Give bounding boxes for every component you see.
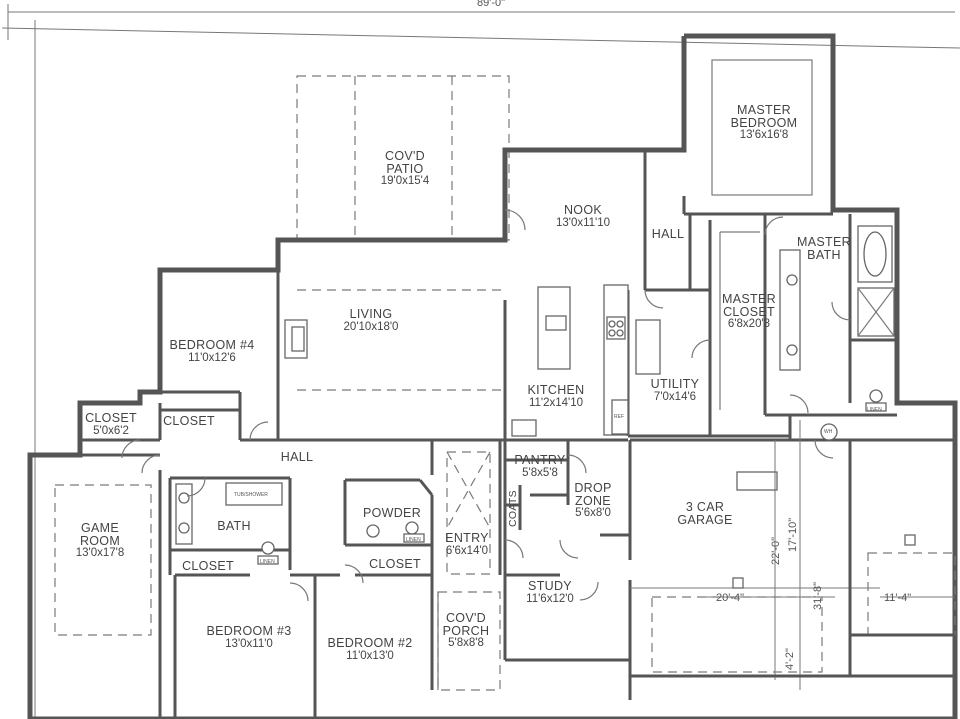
pantry-label: PANTRY 5'8x5'8 [514, 453, 566, 479]
powder-label: POWDER [362, 506, 422, 520]
garage-depth-dimension: 22'-0" [770, 536, 782, 565]
apron-width-dimension: 11'-4" [884, 592, 912, 604]
exterior-walls [27, 33, 958, 719]
nook-label: NOOK 13'0x11'10 [555, 203, 611, 229]
linen-label-bath: LINEN [260, 559, 275, 565]
fireplace [284, 319, 308, 359]
hall-upper-label: HALL [651, 227, 685, 241]
living-label: LIVING 20'10x18'0 [343, 307, 399, 333]
apron-depth-dimension: 4'-2" [784, 648, 796, 670]
drop-zone-label: DROP ZONE 5'6x8'0 [574, 481, 612, 519]
entry-ceiling [446, 451, 491, 575]
closet-bath-label: CLOSET [182, 559, 234, 573]
bath-label: BATH [217, 519, 251, 533]
covd-patio-label: COV'D PATIO 19'0x15'4 [380, 149, 430, 187]
overall-dimension-line [2, 4, 960, 719]
game-room-label: GAME ROOM 13'0x17'8 [75, 521, 125, 559]
garage-walls [630, 420, 956, 690]
master-bedroom-walls [682, 59, 833, 216]
kitchen-label: KITCHEN 11'2x14'10 [527, 383, 585, 409]
linen-label-master: LINEN [867, 407, 882, 413]
garage-offset-dimension: 31'-8" [812, 581, 824, 610]
master-bath-label: MASTER BATH [797, 235, 851, 262]
bedroom3-label: BEDROOM #3 13'0x11'0 [206, 624, 292, 650]
utility-label: UTILITY 7'0x14'6 [650, 377, 700, 403]
master-bath-fixtures [719, 225, 895, 412]
overall-width-dimension: 89'-0" [477, 0, 506, 9]
interior-walls-lower-left [30, 440, 502, 719]
entry-label: ENTRY 6'6x14'0 [445, 531, 489, 557]
coats-label: COATS [507, 490, 519, 527]
closet-left-label: CLOSET 5'0x6'2 [85, 411, 137, 437]
garage-depth-2-dimension: 17'-10" [787, 517, 799, 552]
closet-powder-label: CLOSET [369, 557, 421, 571]
master-bedroom-label: MASTER BEDROOM 13'6x16'8 [730, 103, 798, 141]
interior-walls-living [80, 240, 628, 442]
bedroom4-label: BEDROOM #4 11'0x12'6 [169, 338, 255, 364]
covd-porch-label: COV'D PORCH 5'8x8'8 [442, 611, 490, 649]
master-closet-label: MASTER CLOSET 6'8x20'8 [722, 292, 776, 330]
closet-bed4-label: CLOSET [163, 414, 215, 428]
bedroom2-label: BEDROOM #2 11'0x13'0 [327, 636, 413, 662]
study-label: STUDY 11'6x12'0 [526, 579, 574, 605]
pantry-dropzone-walls [503, 440, 632, 577]
study-walls [503, 575, 632, 700]
game-room-ceiling [54, 484, 152, 636]
garage-label: 3 CAR GARAGE [677, 500, 733, 527]
linen-label-powder: LINEN [406, 537, 421, 543]
garage-door-width-dimension: 20'-4" [716, 592, 745, 604]
bath-fixtures [175, 482, 425, 565]
door-swings [121, 209, 851, 602]
kitchen-fixtures [511, 284, 661, 437]
refrigerator-label: REF [614, 414, 624, 420]
covd-porch-outline [437, 591, 501, 691]
tub-label: TUB/SHOWER [234, 492, 268, 498]
hall-main-label: HALL [280, 450, 314, 464]
water-heater-label: WH [824, 429, 833, 435]
